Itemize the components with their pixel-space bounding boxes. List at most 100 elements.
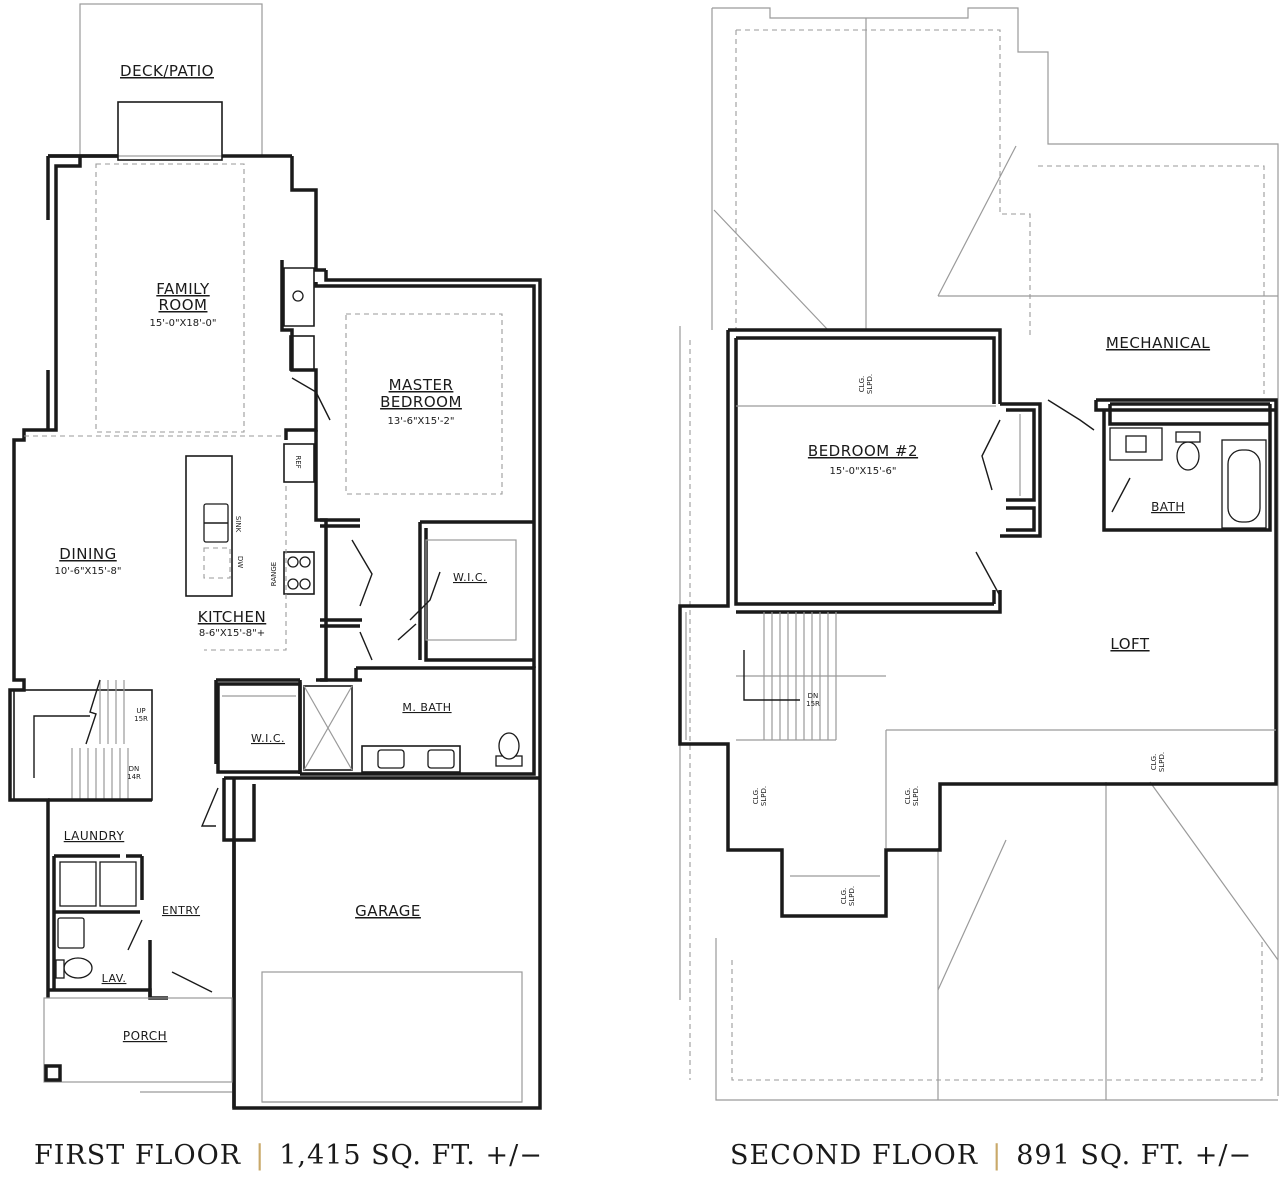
stair-arrow <box>33 715 90 778</box>
roof-valley-3 <box>1149 781 1279 961</box>
ceiling-slope-note-3: CLG. SLPD. <box>752 786 768 806</box>
svg-text:SLPD.: SLPD. <box>912 786 920 806</box>
fireplace <box>283 267 315 327</box>
stair-up-risers: 15R <box>134 715 148 723</box>
svg-text:CLG.: CLG. <box>840 888 848 904</box>
shower-diag-2 <box>303 685 353 771</box>
fireplace-hearth <box>292 290 304 302</box>
roof-valley-1 <box>713 209 829 331</box>
family-room-label-1: FAMILY <box>156 280 210 298</box>
master-bedroom-dims: 13'-6"X15'-2" <box>388 416 455 427</box>
svg-text:SLPD.: SLPD. <box>848 886 856 906</box>
stair-dn-label: DN <box>129 765 140 773</box>
bath-label: BATH <box>1151 500 1185 514</box>
bedroom2-walls <box>678 328 1278 918</box>
bath-walls <box>1094 400 1276 532</box>
vanity-counter <box>361 745 461 773</box>
svg-text:CLG.: CLG. <box>1150 754 1158 770</box>
burner-2 <box>299 556 311 568</box>
svg-text:SLPD.: SLPD. <box>760 786 768 806</box>
master-bedroom-label-1: MASTER <box>389 376 454 394</box>
loft-label: LOFT <box>1110 635 1149 653</box>
master-wic-walls <box>418 520 534 662</box>
second-floor-plan <box>678 7 1279 1101</box>
second-floor-area: 891 SQ. FT. +/− <box>1016 1140 1253 1171</box>
master-wic-shelf <box>425 539 517 641</box>
svg-text:SLPD.: SLPD. <box>1158 752 1166 772</box>
caption-separator: | <box>255 1140 266 1171</box>
bath-tub-inner <box>1227 449 1261 523</box>
family-room-label-2: ROOM <box>159 296 208 314</box>
shower-stall <box>303 685 353 771</box>
dw-label: DW <box>236 556 244 568</box>
bedroom2-dims: 15'-0"X15'-6" <box>830 466 897 477</box>
garage-walls <box>222 776 540 1108</box>
roof-inner-outline <box>689 29 1265 1081</box>
first-floor-caption: FIRST FLOOR|1,415 SQ. FT. +/− <box>34 1140 543 1171</box>
washer <box>59 861 97 907</box>
floor-plan-drawing: DECK/PATIO FAMILY ROOM 15'-0"X18'-0" MAS… <box>8 3 1279 1110</box>
master-ceiling-line <box>345 313 503 495</box>
lav-toilet-tank <box>55 959 65 979</box>
porch-outline <box>43 997 233 1083</box>
second-floor-stair-treads <box>763 612 837 740</box>
lav-toilet <box>63 957 93 979</box>
bedroom2-closet-walls <box>1000 402 1042 538</box>
ceiling-slope-note-2: CLG. SLPD. <box>1150 752 1166 772</box>
ref-label: REF <box>294 455 302 468</box>
mbath-toilet-bowl <box>498 732 520 760</box>
kitchen-dims: 8-6"X15'-8"+ <box>199 628 265 639</box>
master-wic-label: W.I.C. <box>453 571 487 584</box>
ceiling-slope-note-4: CLG. SLPD. <box>904 786 920 806</box>
master-bedroom-label-2: BEDROOM <box>380 393 462 411</box>
svg-text:CLG.: CLG. <box>858 376 866 392</box>
first-floor-doors <box>127 377 441 993</box>
stair-break-line <box>85 679 101 745</box>
laundry-label: LAUNDRY <box>64 829 125 843</box>
deck-patio-label: DECK/PATIO <box>120 62 214 80</box>
second-floor-title: SECOND FLOOR <box>730 1140 979 1171</box>
ceiling-slope-note-1: CLG. SLPD. <box>858 374 874 394</box>
second-stair-dn-label: DN <box>808 692 819 700</box>
first-floor-area: 1,415 SQ. FT. +/− <box>279 1140 543 1171</box>
kitchen-counter <box>204 486 287 651</box>
bath-toilet <box>1176 441 1200 471</box>
small-wic-label: W.I.C. <box>251 732 285 745</box>
family-ceiling-line <box>95 163 245 433</box>
master-bedroom-inner-wall <box>314 282 536 668</box>
garage-door <box>261 971 523 1103</box>
bedroom2-label: BEDROOM #2 <box>808 442 918 460</box>
dining-dims: 10'-6"X15'-8" <box>55 566 122 577</box>
first-floor-plan <box>8 3 542 1110</box>
ceiling-slope-note-5: CLG. SLPD. <box>840 886 856 906</box>
family-closet <box>289 335 315 371</box>
dryer <box>99 861 137 907</box>
burner-4 <box>299 578 311 590</box>
lav-sink <box>57 917 85 949</box>
stair-up-label: UP <box>136 707 145 715</box>
bath-sink <box>1125 435 1147 453</box>
refrigerator <box>283 443 315 483</box>
caption-separator-2: | <box>992 1140 1003 1171</box>
entry-label: ENTRY <box>162 904 200 917</box>
sink-label: SINK <box>234 516 242 533</box>
kitchen-label: KITCHEN <box>198 608 267 626</box>
range-cooktop <box>283 551 315 595</box>
burner-3 <box>287 578 299 590</box>
mechanical-label: MECHANICAL <box>1106 334 1210 352</box>
hall-closet-walls <box>320 518 362 682</box>
laundry-entry-walls <box>48 798 152 998</box>
roof-valley-2 <box>937 145 1017 297</box>
dining-label: DINING <box>59 545 116 563</box>
second-floor-caption: SECOND FLOOR | 891 SQ. FT. +/− <box>730 1140 1252 1171</box>
burner-1 <box>287 556 299 568</box>
bath-toilet-tank <box>1175 431 1201 443</box>
second-stair-dn-risers: 15R <box>806 700 820 708</box>
porch-post <box>44 1064 62 1082</box>
garage-label: GARAGE <box>355 902 421 920</box>
family-room-dims: 15'-0"X18'-0" <box>150 318 217 329</box>
stair-dn-risers: 14R <box>127 773 141 781</box>
vanity-sink-1 <box>377 749 405 769</box>
lav-label: LAV. <box>102 972 127 985</box>
dishwasher-outline <box>203 547 231 579</box>
